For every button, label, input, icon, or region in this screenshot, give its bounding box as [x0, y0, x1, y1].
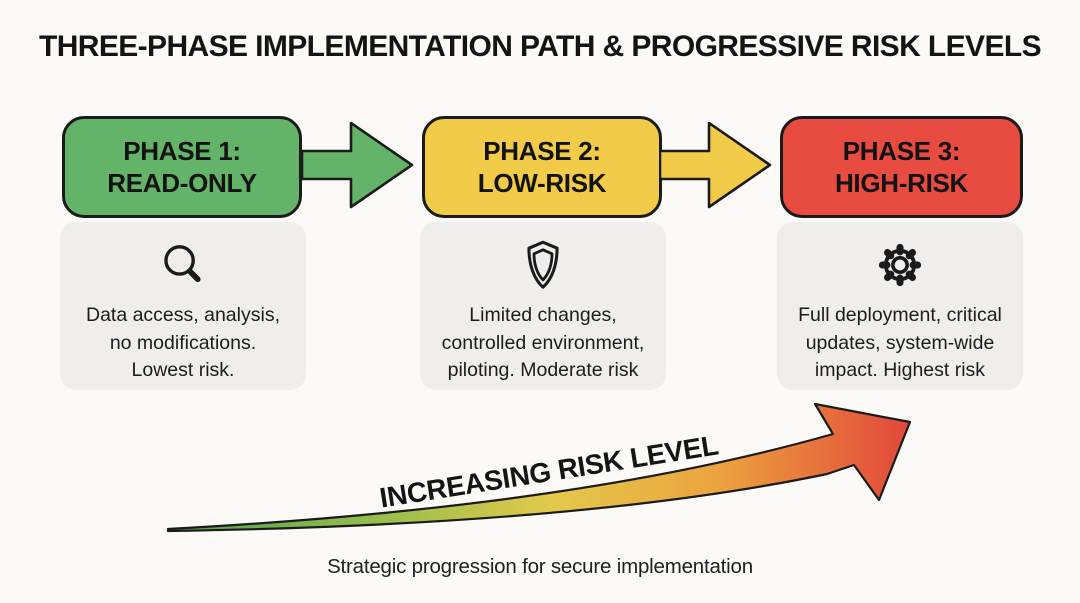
risk-gradient-arrow: [166, 402, 912, 533]
phase-3-label-line2: HIGH-RISK: [834, 168, 969, 198]
phase-2-box: PHASE 2: LOW-RISK: [422, 116, 662, 218]
magnifier-icon: [158, 234, 208, 296]
phase-1-label-line1: PHASE 1:: [123, 135, 241, 166]
connector-arrow-2: [659, 121, 772, 209]
phase-1-box: PHASE 1: READ-ONLY: [62, 116, 302, 218]
phase-3-label-line1: PHASE 3:: [842, 135, 961, 166]
phase-1-label-line2: READ-ONLY: [107, 168, 257, 198]
phase-2-description: Limited changes, controlled environment,…: [441, 304, 645, 382]
risk-gradient-arrow-shape: [166, 402, 912, 533]
phase-1-card: Data access, analysis, no modifications.…: [60, 222, 306, 390]
connector-arrow-1: [301, 121, 414, 209]
phase-3-description: Full deployment, critical updates, syste…: [798, 304, 1002, 382]
phase-2-label-line1: PHASE 2:: [483, 135, 601, 166]
connector-arrow-1-shape: [301, 121, 414, 209]
phase-3-box: PHASE 3: HIGH-RISK: [780, 116, 1023, 218]
phase-2-card: Limited changes, controlled environment,…: [420, 222, 666, 390]
phase-3-card: Full deployment, critical updates, syste…: [777, 222, 1023, 390]
page-title: THREE-PHASE IMPLEMENTATION PATH & PROGRE…: [38, 30, 1042, 63]
phase-2-label-line2: LOW-RISK: [477, 168, 607, 198]
bottom-caption: Strategic progression for secure impleme…: [327, 555, 753, 578]
shield-icon: [520, 234, 566, 296]
gear-icon: [875, 234, 925, 296]
phase-1-description: Data access, analysis, no modifications.…: [85, 304, 280, 382]
connector-arrow-2-shape: [659, 121, 772, 209]
